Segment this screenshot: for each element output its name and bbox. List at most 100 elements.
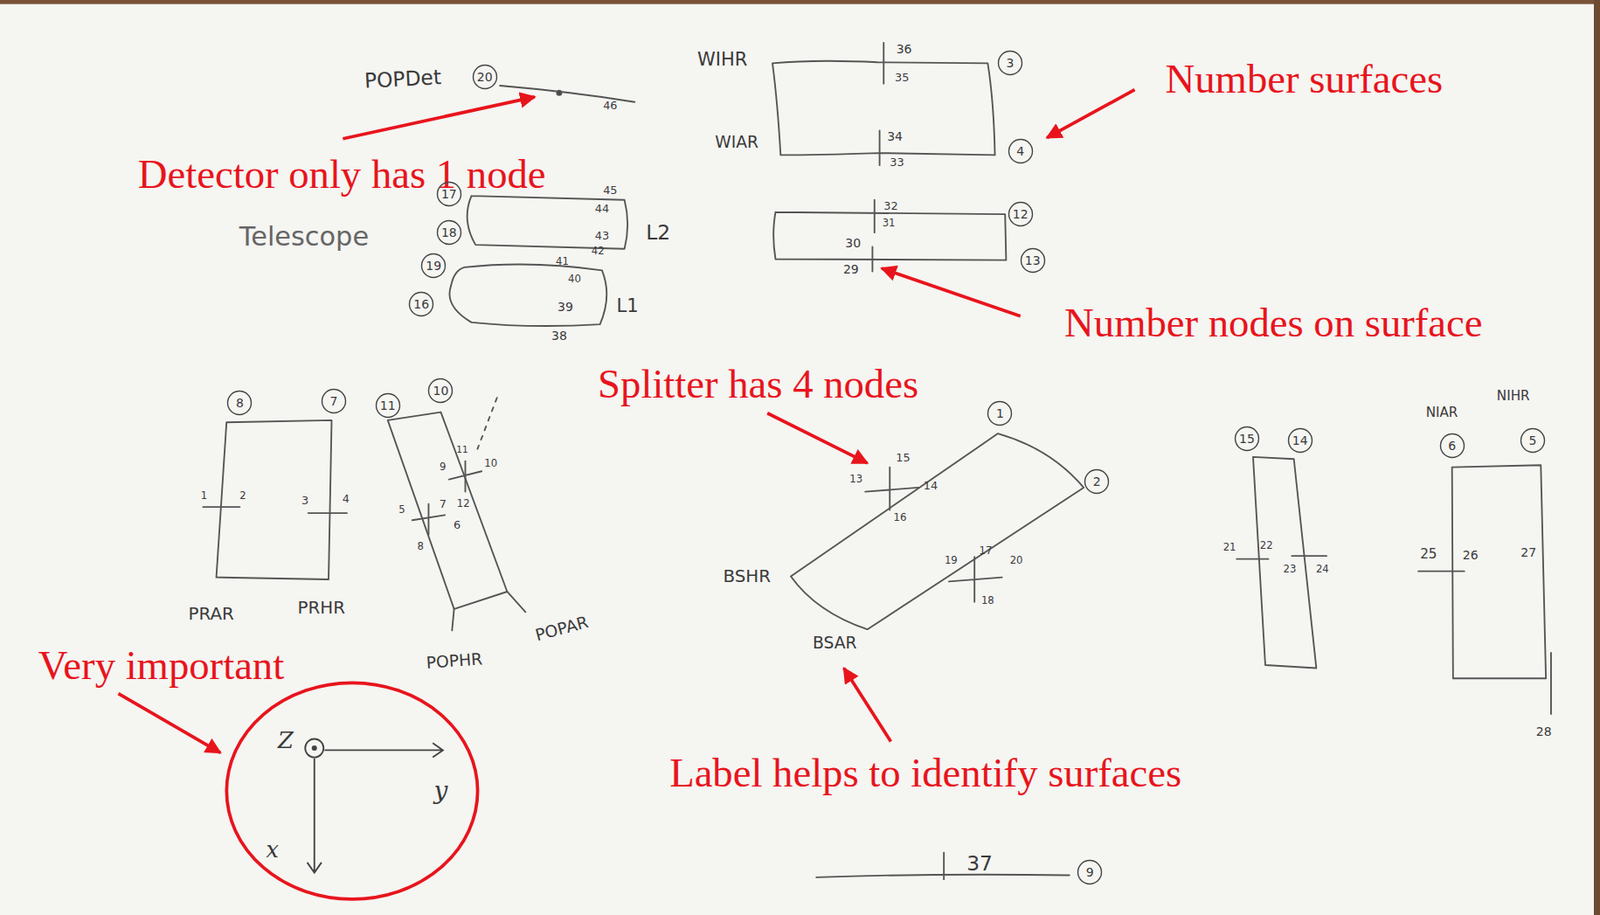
sketch-label: BSAR	[812, 634, 857, 652]
sketch-label: 36	[896, 42, 913, 56]
sketch-label: 6	[453, 519, 461, 532]
callout-text: Detector only has 1 node	[138, 152, 547, 194]
surface-number-circle: 4	[1007, 138, 1034, 165]
surface-number: 3	[1006, 56, 1015, 70]
node-tick	[1236, 555, 1327, 560]
sketch-label: 17	[979, 546, 993, 557]
sketch-label: WIAR	[714, 134, 759, 152]
sketch-label: 11	[456, 444, 468, 455]
splitter-outline	[790, 433, 1084, 630]
surface-number: 7	[329, 394, 338, 408]
sketch-label: L2	[645, 223, 671, 244]
surface-number: 19	[425, 259, 442, 272]
sketch-label: Telescope	[239, 223, 369, 250]
sketch-label: POPDet	[364, 67, 443, 92]
sketch-label: 28	[1536, 725, 1552, 738]
optic-outline	[1452, 464, 1546, 679]
surface-number-circle: 19	[420, 252, 447, 279]
callout-text: Splitter has 4 nodes	[597, 363, 919, 405]
node-tick	[942, 852, 945, 880]
sketch-label: PRHR	[297, 599, 346, 617]
surface-number-circle: 11	[374, 392, 402, 419]
surface-number: 16	[413, 297, 430, 311]
node-dot	[556, 90, 562, 96]
node-cross	[412, 461, 482, 535]
sketch-label: 9	[439, 462, 446, 473]
sketch-label: 10	[484, 458, 498, 470]
surface-number-circle: 8	[226, 389, 253, 416]
sketch-label: NIAR	[1426, 406, 1459, 420]
callout-text: Very important	[38, 644, 284, 686]
sketch-label: 40	[567, 274, 582, 285]
axis-label: y	[434, 778, 449, 804]
sketch-label: 38	[551, 329, 568, 342]
surface-number: 1	[996, 407, 1005, 420]
sketch-label: 18	[981, 595, 995, 607]
sketch-label: 8	[416, 541, 423, 553]
surface-number: 4	[1016, 145, 1025, 158]
sketch-label: 7	[439, 498, 447, 510]
sketch-label: 41	[555, 256, 569, 268]
sketch-label: 27	[1520, 546, 1537, 559]
optic-outline	[387, 412, 508, 610]
sketch-label: 39	[557, 300, 574, 313]
surface-number-circle: 5	[1519, 427, 1546, 454]
surface-number-circle: 12	[1007, 200, 1034, 228]
axis-label: Z	[277, 729, 294, 753]
sketch-label: 37	[966, 853, 993, 874]
callout-arrow	[1046, 90, 1135, 139]
axis-label: x	[266, 838, 280, 862]
callout-arrow	[881, 268, 1021, 317]
node-tick	[1418, 571, 1552, 714]
callout-text: Number surfaces	[1165, 58, 1444, 100]
sketch-label: 25	[1419, 548, 1437, 562]
surface-number: 11	[380, 399, 396, 412]
surface-number: 10	[433, 384, 450, 397]
surface-number: 14	[1292, 434, 1309, 447]
lens-outline	[449, 263, 607, 326]
sketch-label: 2	[239, 491, 246, 502]
sketch-label: L1	[616, 297, 639, 316]
node-tick	[879, 42, 885, 166]
sketch-label: 31	[882, 218, 896, 229]
surface-number: 18	[441, 226, 458, 239]
sketch-label: 1	[200, 491, 208, 502]
lens-outline	[467, 195, 629, 250]
sketch-label: 16	[893, 512, 908, 524]
callout-arrow	[767, 413, 867, 464]
surface-number-circle: 3	[997, 49, 1024, 77]
surface-number-circle: 2	[1083, 468, 1110, 495]
sketch-label: 43	[595, 229, 610, 242]
optic-outline	[773, 212, 1006, 261]
sketch-label: WIHR	[697, 49, 748, 69]
callout-text: Label helps to identify surfaces	[669, 752, 1182, 794]
node-tick	[872, 200, 874, 272]
table-edge	[0, 0, 1600, 5]
sketch-label: 14	[923, 479, 938, 492]
callout-arrow	[844, 668, 892, 742]
sketch-label: 22	[1260, 540, 1274, 552]
sketch-label: NIHR	[1496, 390, 1531, 404]
sketch-label: 45	[602, 185, 617, 197]
sketch-label: 32	[883, 200, 898, 212]
surface-number-circle: 16	[408, 290, 435, 318]
axes-ellipse: Zy x	[224, 680, 480, 901]
sketch-label: 3	[301, 495, 309, 507]
callout-arrow	[117, 693, 221, 754]
surface-number-circle: 13	[1019, 247, 1046, 274]
sketch-label: BSHR	[722, 567, 771, 586]
surface-number: 8	[235, 396, 244, 409]
surface-number: 5	[1528, 434, 1537, 447]
sketch-label: 19	[944, 555, 958, 567]
sketch-label: 29	[843, 263, 859, 276]
sketch-label: PRAR	[188, 605, 235, 624]
sketch-label: POPAR	[533, 614, 591, 645]
surface-number: 9	[1086, 865, 1095, 879]
surface-number-circle: 15	[1233, 425, 1261, 452]
table-edge	[1593, 0, 1600, 915]
beam-line	[477, 397, 497, 449]
sketch-label: 42	[591, 247, 605, 258]
node-cross	[865, 467, 1002, 603]
sketch-label: 44	[595, 203, 610, 215]
optic-outline	[216, 420, 333, 580]
